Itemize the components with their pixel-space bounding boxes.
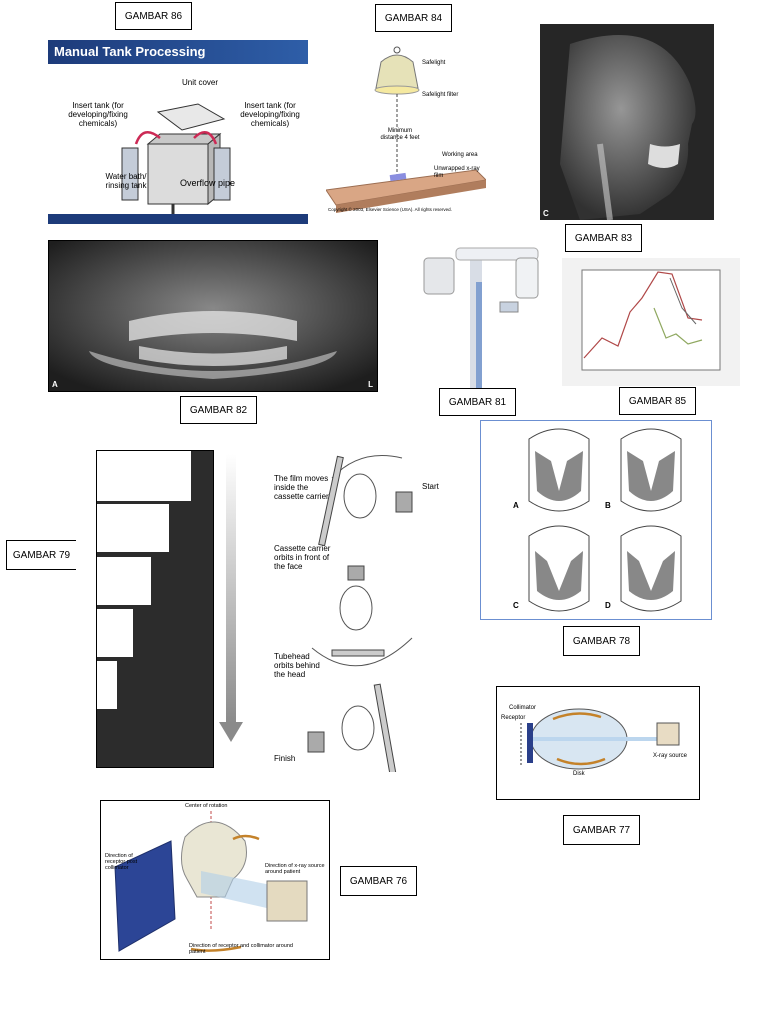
rotation-diagram	[307, 455, 413, 772]
label-unwrapped: Unwrapped x-ray film	[434, 166, 480, 179]
label-water-bath: Water bath/ rinsing tank	[105, 172, 147, 190]
film-frame-1	[97, 451, 191, 501]
label-l: L	[368, 380, 373, 389]
label-collimator: Collimator	[509, 705, 537, 711]
slide-title-bar: Manual Tank Processing	[48, 40, 308, 64]
label-trough-d: D	[605, 601, 611, 610]
label-insert-right: Insert tank (for developing/fixing chemi…	[240, 101, 300, 128]
label-safelight: Safelight	[422, 60, 446, 66]
copyright-text: Copyright © 2003, Elsevier Science (USA)…	[328, 207, 452, 212]
figure-panoramic-machine	[416, 242, 542, 388]
figure-manual-tank-processing: Manual Tank Processing Unit cover Insert…	[48, 40, 308, 224]
figure-rotation-sequence: The film moves inside the cassette carri…	[272, 448, 452, 772]
panoramic-image	[49, 241, 377, 391]
label-gambar-76: GAMBAR 76	[340, 866, 417, 896]
label-cassette-orbits: Cassette carrier orbits in front of the …	[274, 544, 331, 571]
label-dir-bottom: Direction of receptor and collimator aro…	[189, 943, 293, 955]
label-trough-c: C	[513, 601, 519, 610]
machine-image	[423, 247, 539, 388]
label-gambar-79: GAMBAR 79	[6, 540, 76, 570]
label-gambar-78: GAMBAR 78	[563, 626, 640, 656]
label-start: Start	[422, 482, 439, 491]
label-gambar-81: GAMBAR 81	[439, 388, 516, 416]
film-frame-3	[97, 557, 151, 605]
down-arrow-head	[219, 722, 243, 742]
tank-diagram	[48, 103, 308, 224]
label-gambar-83: GAMBAR 83	[565, 224, 642, 252]
label-tubehead-orbits: Tubehead orbits behind the head	[274, 652, 320, 679]
figure-panoramic-xray: A L	[48, 240, 378, 392]
skull-rotation-diagram	[114, 811, 308, 952]
label-c: C	[543, 209, 549, 218]
label-insert-left: Insert tank (for developing/fixing chemi…	[68, 101, 128, 128]
figure-cephalometric-xray: C	[540, 24, 714, 220]
label-safelight-filter: Safelight filter	[422, 92, 459, 98]
label-xray-source: X-ray source	[653, 753, 688, 759]
label-trough-a: A	[513, 501, 519, 510]
label-working-area: Working area	[442, 152, 478, 158]
label-gambar-86: GAMBAR 86	[115, 2, 192, 30]
label-disk: Disk	[573, 771, 585, 777]
film-frame-2	[97, 504, 169, 552]
film-frame-4	[97, 609, 133, 657]
label-center-rotation: Center of rotation	[185, 803, 228, 809]
label-finish: Finish	[274, 754, 296, 763]
safelight-diagram	[326, 46, 486, 213]
disk-diagram	[520, 708, 680, 770]
label-a: A	[52, 380, 58, 389]
figure-center-of-rotation: Center of rotation Direction of receptor…	[100, 800, 330, 960]
label-film-moves: The film moves inside the cassette carri…	[274, 474, 329, 501]
label-trough-b: B	[605, 501, 611, 510]
focal-trough-diagram	[528, 428, 682, 612]
label-gambar-77: GAMBAR 77	[563, 815, 640, 845]
figure-safelight: Safelight Safelight filter Minimum dista…	[326, 40, 486, 220]
label-receptor: Receptor	[501, 715, 526, 721]
label-gambar-82: GAMBAR 82	[180, 396, 257, 424]
figure-focal-troughs: A B C D	[480, 420, 712, 620]
label-gambar-85: GAMBAR 85	[619, 387, 696, 415]
down-arrow	[226, 454, 236, 724]
label-overflow-pipe: Overflow pipe	[180, 178, 236, 188]
label-unit-cover: Unit cover	[182, 78, 219, 87]
film-frame-5	[97, 661, 117, 709]
skull-profile	[560, 35, 696, 220]
chart-area	[581, 269, 721, 371]
label-gambar-84: GAMBAR 84	[375, 4, 452, 32]
slide-title: Manual Tank Processing	[54, 44, 206, 59]
label-min-distance: Minimum distance 4 feet	[380, 128, 420, 141]
figure-transmittance-chart	[562, 258, 740, 386]
label-dir-xray: Direction of x-ray source around patient	[265, 863, 325, 875]
figure-disk-xray-source: Collimator Receptor Disk X-ray source	[496, 686, 700, 800]
label-dir-receptor: Direction of receptor post collimator	[105, 853, 138, 871]
figure-film-sequence	[96, 450, 214, 768]
